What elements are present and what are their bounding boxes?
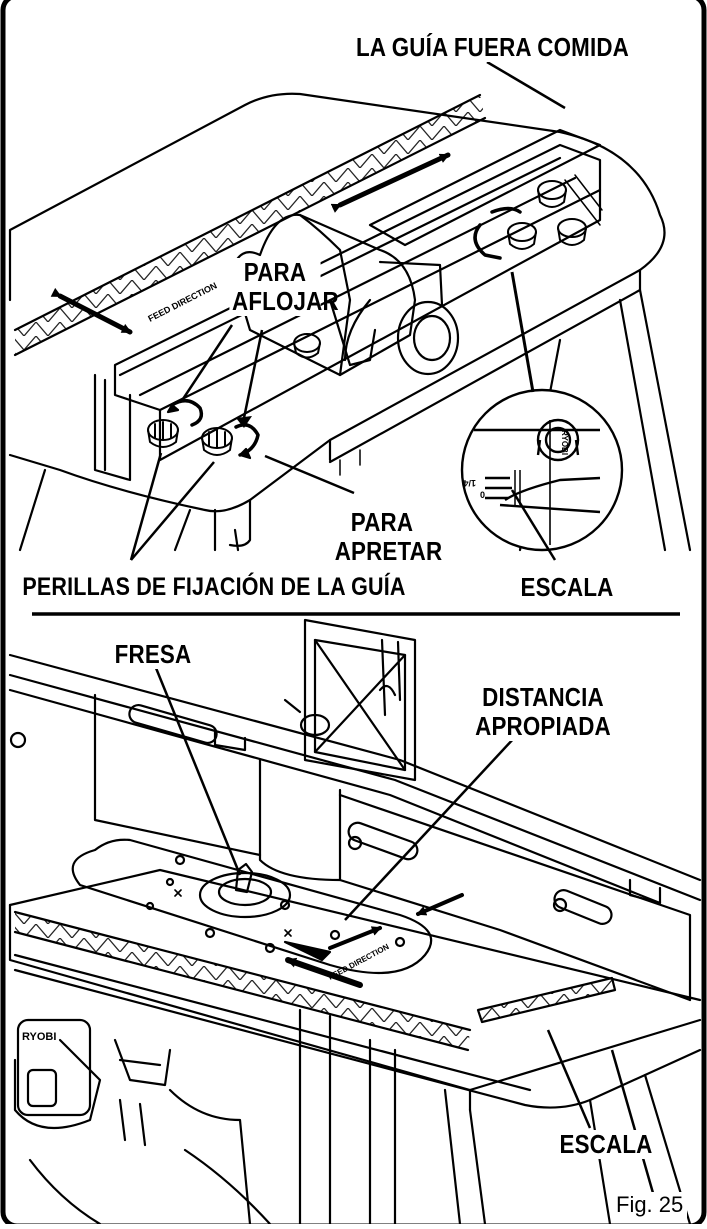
knobs-label: PERILLAS DE FIJACIÓN DE LA GUÍA xyxy=(17,573,411,601)
loosen-leader-line xyxy=(181,324,234,400)
bit-label: FRESA xyxy=(107,639,199,670)
lock-knob-back-3 xyxy=(557,218,587,246)
scale-leader-top xyxy=(510,489,557,561)
tighten-label-line1: PARA xyxy=(350,507,414,537)
distance-leader-line xyxy=(344,736,516,921)
knob-leader-1 xyxy=(129,452,163,561)
fence-label: LA GUÍA FUERA COMIDA xyxy=(353,32,629,63)
tighten-leader-line xyxy=(242,329,264,419)
feed-direction-text-bottom: FEED DIRECTION xyxy=(327,942,391,982)
lock-knob-right xyxy=(201,427,233,456)
table-move-arrow xyxy=(50,287,133,335)
tighten-label-line2: APRETAR xyxy=(334,536,443,567)
tighten-label: PARA APRETAR xyxy=(334,507,443,567)
router-table-front-view xyxy=(8,618,702,1226)
loosen-label-line2: AFLOJAR xyxy=(232,286,339,317)
loosen-rotation-arrow xyxy=(170,398,204,427)
tighten-label-leader xyxy=(264,454,355,495)
gap-arrow-left xyxy=(328,926,382,950)
inset-leader-line xyxy=(510,271,535,393)
lock-knob-back-2 xyxy=(507,222,537,250)
inset-brand: RYOBI xyxy=(560,430,569,455)
distance-label-line2: APROPIADA xyxy=(475,711,611,742)
scale-leader-bottom-2 xyxy=(610,1049,657,1201)
scale-label-bottom: ESCALA xyxy=(556,1129,656,1160)
router-table-top-view xyxy=(8,92,692,552)
bit-leader-line xyxy=(154,667,242,876)
top-leader-lines xyxy=(129,60,566,561)
bottom-leader-lines xyxy=(154,667,657,1201)
fence-leader-line xyxy=(486,60,566,110)
feed-direction-text-top: FEED DIRECTION xyxy=(146,280,218,323)
lock-knob-left xyxy=(147,419,179,448)
scale-leader-bottom xyxy=(546,1029,592,1129)
lock-knob-back-1 xyxy=(537,180,567,208)
distance-label-line1: DISTANCIA xyxy=(482,682,604,712)
fence-move-arrow xyxy=(330,152,451,213)
lock-knob-mid xyxy=(293,333,321,359)
distance-label: DISTANCIA APROPIADA xyxy=(467,682,619,742)
scale-detail-inset xyxy=(460,388,624,552)
scale-label-top: ESCALA xyxy=(520,572,614,602)
loosen-label: PARA AFLOJAR xyxy=(229,257,339,317)
inset-scale-quarter: 1/4 xyxy=(463,478,476,488)
feed-direction-arrow xyxy=(285,957,363,988)
figure-label: Fig. 25 xyxy=(612,1192,688,1218)
inset-scale-zero: 0 xyxy=(480,490,485,500)
knob-leader-2 xyxy=(130,461,215,561)
brand-badge: RYOBI xyxy=(22,1031,56,1043)
gap-arrow-right xyxy=(416,893,464,916)
loosen-label-line1: PARA xyxy=(243,257,307,287)
